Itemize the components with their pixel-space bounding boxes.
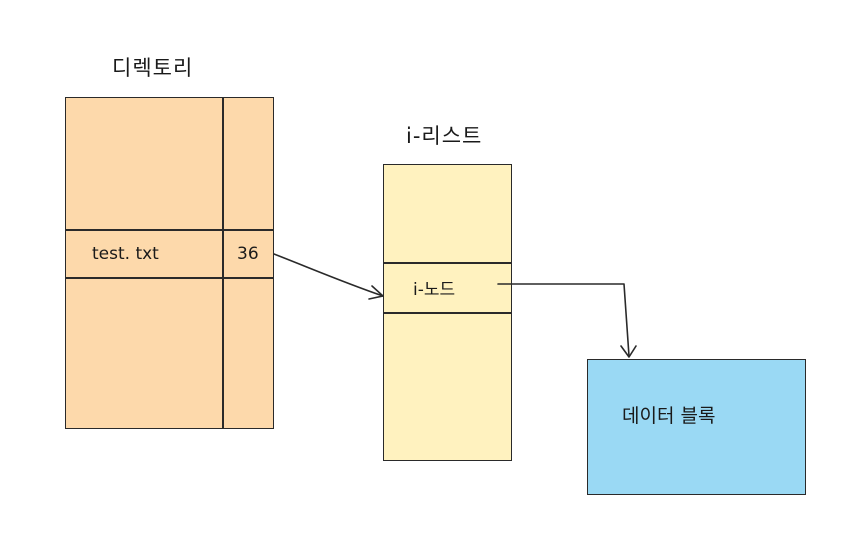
arrow-head-datablock (620, 345, 637, 358)
data-block (587, 359, 806, 495)
directory-title: 디렉토리 (112, 56, 194, 80)
ilist-row-bottom-border (383, 312, 512, 314)
directory-table (65, 97, 274, 429)
directory-row-bottom-border (65, 277, 274, 279)
ilist-title: i-리스트 (406, 124, 483, 148)
arrow-directory-to-ilist (273, 253, 384, 297)
ilist-row-top-border (383, 262, 512, 264)
directory-entry-name: test. txt (92, 244, 159, 264)
data-block-label: 데이터 블록 (622, 405, 716, 427)
arrow-head-ilist (368, 285, 384, 300)
directory-column-divider (222, 97, 224, 429)
directory-row-top-border (65, 229, 274, 231)
arrow-ilist-to-datablock (497, 283, 630, 357)
ilist-entry-inode: i-노드 (413, 280, 456, 300)
directory-entry-inode-number: 36 (237, 244, 259, 264)
